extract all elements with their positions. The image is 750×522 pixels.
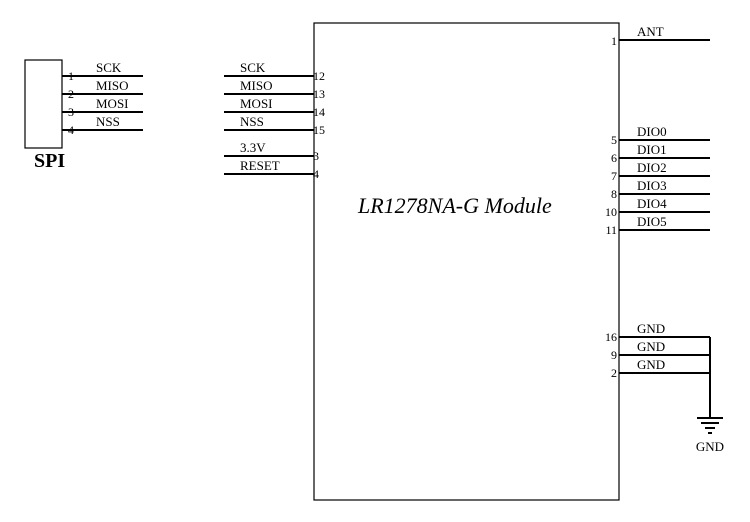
net-label: GND [637,321,665,336]
module-pin-8: 8 DIO3 [611,178,710,201]
pin-number: 7 [611,169,617,183]
net-label: SCK [96,60,122,75]
module-pin-1: 1 ANT [611,24,710,48]
net-label: RESET [240,158,280,173]
net-label: MISO [96,78,129,93]
pin-number: 1 [68,69,74,83]
module-pin-15: NSS 15 [224,114,325,137]
pin-number: 2 [68,87,74,101]
module-pin-3: 3.3V 3 [224,140,319,163]
net-label: DIO4 [637,196,667,211]
net-label: NSS [96,114,120,129]
net-label: DIO2 [637,160,667,175]
net-label: MOSI [96,96,129,111]
pin-number: 8 [611,187,617,201]
pin-number: 2 [611,366,617,380]
spi-pin-3: 3 MOSI [62,96,143,119]
spi-pin-4: 4 NSS [62,114,143,137]
net-label: MISO [240,78,273,93]
spi-header-body [24,59,63,149]
pin-number: 3 [313,149,319,163]
pin-number: 14 [313,105,325,119]
lr1278-module: LR1278NA-G Module SCK 12 MISO 13 MOSI 14… [224,22,710,501]
pin-number: 13 [313,87,325,101]
pin-number: 16 [605,330,617,344]
pin-number: 1 [611,34,617,48]
module-body [313,22,620,501]
module-pin-2: 2 GND [611,357,710,380]
net-label: DIO1 [637,142,667,157]
pin-number: 15 [313,123,325,137]
pin-number: 9 [611,348,617,362]
spi-pin-1: 1 SCK [62,60,143,83]
module-pin-14: MOSI 14 [224,96,325,119]
net-label: GND [637,339,665,354]
net-label: DIO3 [637,178,667,193]
module-pin-12: SCK 12 [224,60,325,83]
net-label: ANT [637,24,664,39]
net-label: NSS [240,114,264,129]
pin-number: 5 [611,133,617,147]
ground-label: GND [696,439,724,454]
pin-number: 3 [68,105,74,119]
pin-number: 4 [68,123,74,137]
module-pin-13: MISO 13 [224,78,325,101]
pin-number: 4 [313,167,319,181]
module-pin-16: 16 GND [605,321,710,344]
net-label: DIO0 [637,124,667,139]
module-pin-10: 10 DIO4 [605,196,710,219]
net-label: MOSI [240,96,273,111]
pin-number: 11 [605,223,617,237]
module-pin-4: RESET 4 [224,158,319,181]
spi-pin-2: 2 MISO [62,78,143,101]
net-label: GND [637,357,665,372]
ground-icon [697,417,723,434]
net-label: SCK [240,60,266,75]
pin-number: 10 [605,205,617,219]
module-pin-6: 6 DIO1 [611,142,710,165]
net-label: 3.3V [240,140,266,155]
module-pin-7: 7 DIO2 [611,160,710,183]
module-pin-9: 9 GND [611,339,710,362]
pin-number: 6 [611,151,617,165]
module-pin-11: 11 DIO5 [605,214,710,237]
net-label: DIO5 [637,214,667,229]
ground-net: GND [696,337,724,454]
spi-header: SPI 1 SCK 2 MISO 3 MOSI 4 NSS [24,59,143,172]
spi-header-label: SPI [34,150,65,172]
module-title: LR1278NA-G Module [357,193,552,218]
module-pin-5: 5 DIO0 [611,124,710,147]
pin-number: 12 [313,69,325,83]
